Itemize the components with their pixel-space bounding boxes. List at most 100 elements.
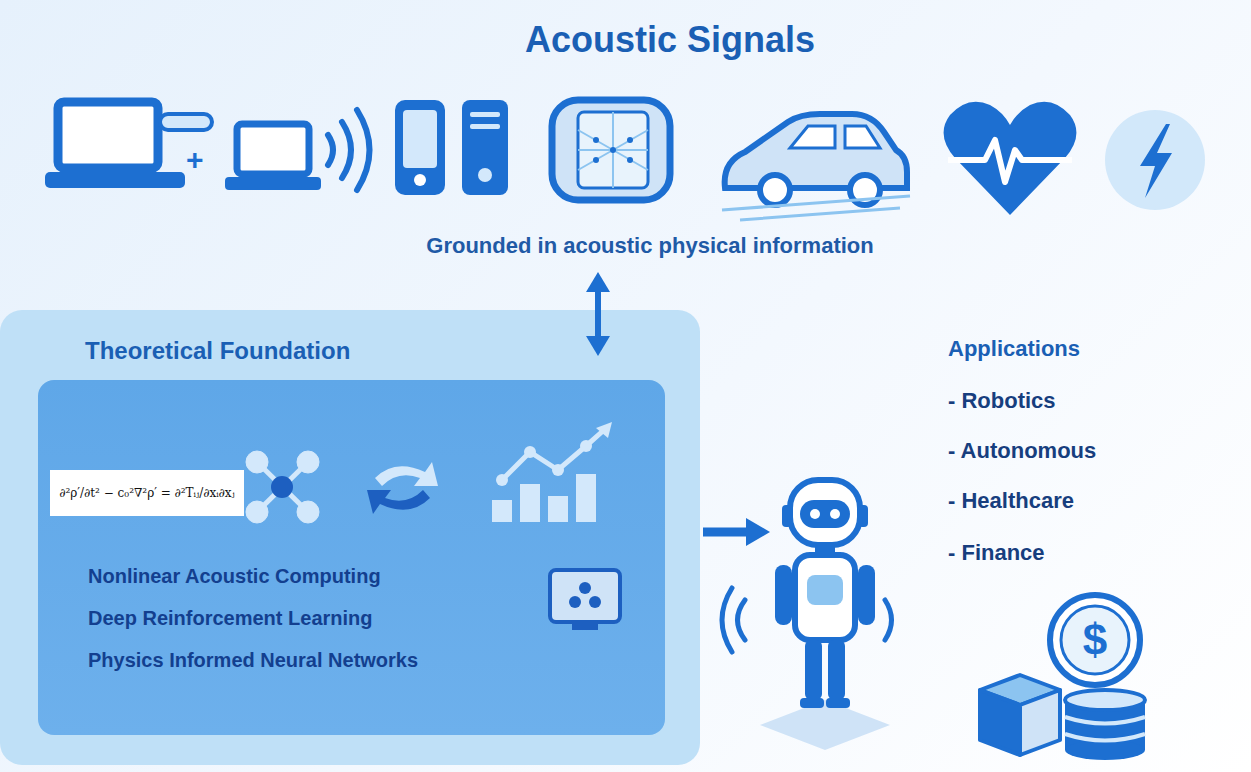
- finance-icons: [1065, 717, 1145, 741]
- material-cylinder: [578, 112, 648, 188]
- cycle-arrows: [367, 490, 430, 514]
- phone-icon: [414, 174, 426, 186]
- phone-icon: [403, 110, 437, 168]
- car-icon: [790, 126, 880, 148]
- method-text: Physics Informed Neural Networks: [88, 648, 418, 672]
- pill-icon: [160, 114, 212, 130]
- material-cylinder: [578, 112, 648, 188]
- finance-icons: [1061, 606, 1129, 674]
- laptop-icon: [58, 102, 158, 168]
- phone-icon: [395, 100, 445, 195]
- sound-waves: [328, 135, 333, 165]
- robot-figure: [830, 509, 840, 519]
- chart-icon: [520, 484, 540, 522]
- laptop-icon: [225, 177, 321, 190]
- lightning-icon: [1105, 110, 1205, 210]
- list-item: - Autonomous: [948, 438, 1096, 464]
- finance-icons: [1020, 690, 1060, 755]
- chart-icon: [596, 422, 612, 438]
- right-arrow: [703, 528, 750, 537]
- equation-box: ∂²ρ′/∂t² − c₀²∇²ρ′ = ∂²Tᵢⱼ/∂xᵢ∂xⱼ: [50, 470, 244, 516]
- robot-figure: [800, 500, 850, 528]
- server-icon: [470, 112, 500, 117]
- laptop-icon: [237, 124, 309, 174]
- finance-icons: [1050, 595, 1140, 685]
- monitor-icon: [572, 624, 598, 630]
- robot-figure: [805, 640, 822, 700]
- double-arrow: [595, 288, 601, 340]
- heart-icon: [944, 102, 1077, 215]
- car-icon: [722, 114, 910, 220]
- car-icon: [725, 114, 907, 188]
- heart-icon: [944, 102, 1077, 215]
- network-icon: [271, 476, 293, 498]
- robot-figure: [885, 600, 892, 640]
- monitor-icon: [579, 582, 591, 594]
- finance-icons: [1065, 690, 1145, 710]
- method-text: Deep Reinforcement Learning: [88, 606, 373, 630]
- material-cylinder: [610, 147, 616, 153]
- dollar-sign: $: [1083, 614, 1107, 667]
- double-arrow: [586, 336, 610, 356]
- network-icon: [297, 451, 319, 473]
- server-icon: [462, 100, 508, 195]
- robot-figure: [775, 565, 792, 625]
- server-icon: [462, 100, 508, 195]
- list-heading: Applications: [948, 336, 1080, 362]
- server-icon: [470, 124, 500, 129]
- outer-panel: Theoretical Foundation Nonlinear Acousti…: [0, 310, 700, 765]
- car-icon: [760, 175, 790, 205]
- cycle-arrows: [375, 462, 438, 486]
- laptop-icon: [225, 124, 321, 190]
- network-icon: [246, 451, 319, 523]
- heart-icon: [948, 140, 1072, 182]
- robot-figure: [722, 588, 745, 652]
- phone-icon: [395, 100, 445, 195]
- robot-figure: [810, 509, 820, 519]
- material-cylinder: [552, 100, 670, 200]
- chart-icon: [576, 474, 596, 522]
- list-item: - Robotics: [948, 388, 1056, 414]
- laptop-icon: [45, 172, 185, 188]
- monitor-icon: [569, 596, 581, 608]
- cycle-arrows: [367, 462, 438, 514]
- car-icon: [722, 196, 910, 220]
- robot-figure: [828, 640, 845, 700]
- sound-waves: [357, 110, 370, 190]
- lightning-icon: [1105, 110, 1205, 210]
- finance-icons: [1065, 740, 1145, 760]
- robot-figure: [826, 698, 850, 708]
- robot-figure: [800, 698, 824, 708]
- monitor-icon: [550, 570, 620, 630]
- chart-icon: [492, 500, 512, 522]
- finance-icons: [980, 690, 1020, 755]
- sound-waves: [342, 122, 351, 178]
- panel-icons: [38, 380, 665, 735]
- panel-heading: Theoretical Foundation: [85, 337, 350, 366]
- right-arrow: [703, 518, 770, 546]
- equation-text: ∂²ρ′/∂t² − c₀²∇²ρ′ = ∂²Tᵢⱼ/∂xᵢ∂xⱼ: [59, 486, 235, 500]
- list-item: - Healthcare: [948, 488, 1074, 514]
- robot-figure: [760, 700, 890, 750]
- lightning-icon: [1140, 124, 1172, 198]
- server-icon: [478, 168, 492, 182]
- method-text: Nonlinear Acoustic Computing: [88, 564, 381, 588]
- material-cylinder: [593, 137, 599, 143]
- robot-figure: [807, 575, 843, 605]
- list-item: - Finance: [948, 540, 1045, 566]
- chart-icon: [548, 496, 568, 522]
- robot-figure: [858, 565, 875, 625]
- network-icon: [246, 501, 268, 523]
- double-arrow: [586, 272, 610, 292]
- subtitle: Grounded in acoustic physical informatio…: [426, 233, 873, 259]
- finance-icons: [980, 595, 1145, 760]
- monitor-icon: [550, 570, 620, 622]
- material-cylinder: [552, 100, 670, 200]
- double-arrow: [586, 272, 610, 356]
- inner-panel: Nonlinear Acoustic ComputingDeep Reinfor…: [38, 380, 665, 735]
- chart-icon: [524, 446, 536, 458]
- robot-figure: [795, 555, 855, 640]
- sound-waves: [328, 110, 370, 190]
- robot-figure: [790, 480, 860, 545]
